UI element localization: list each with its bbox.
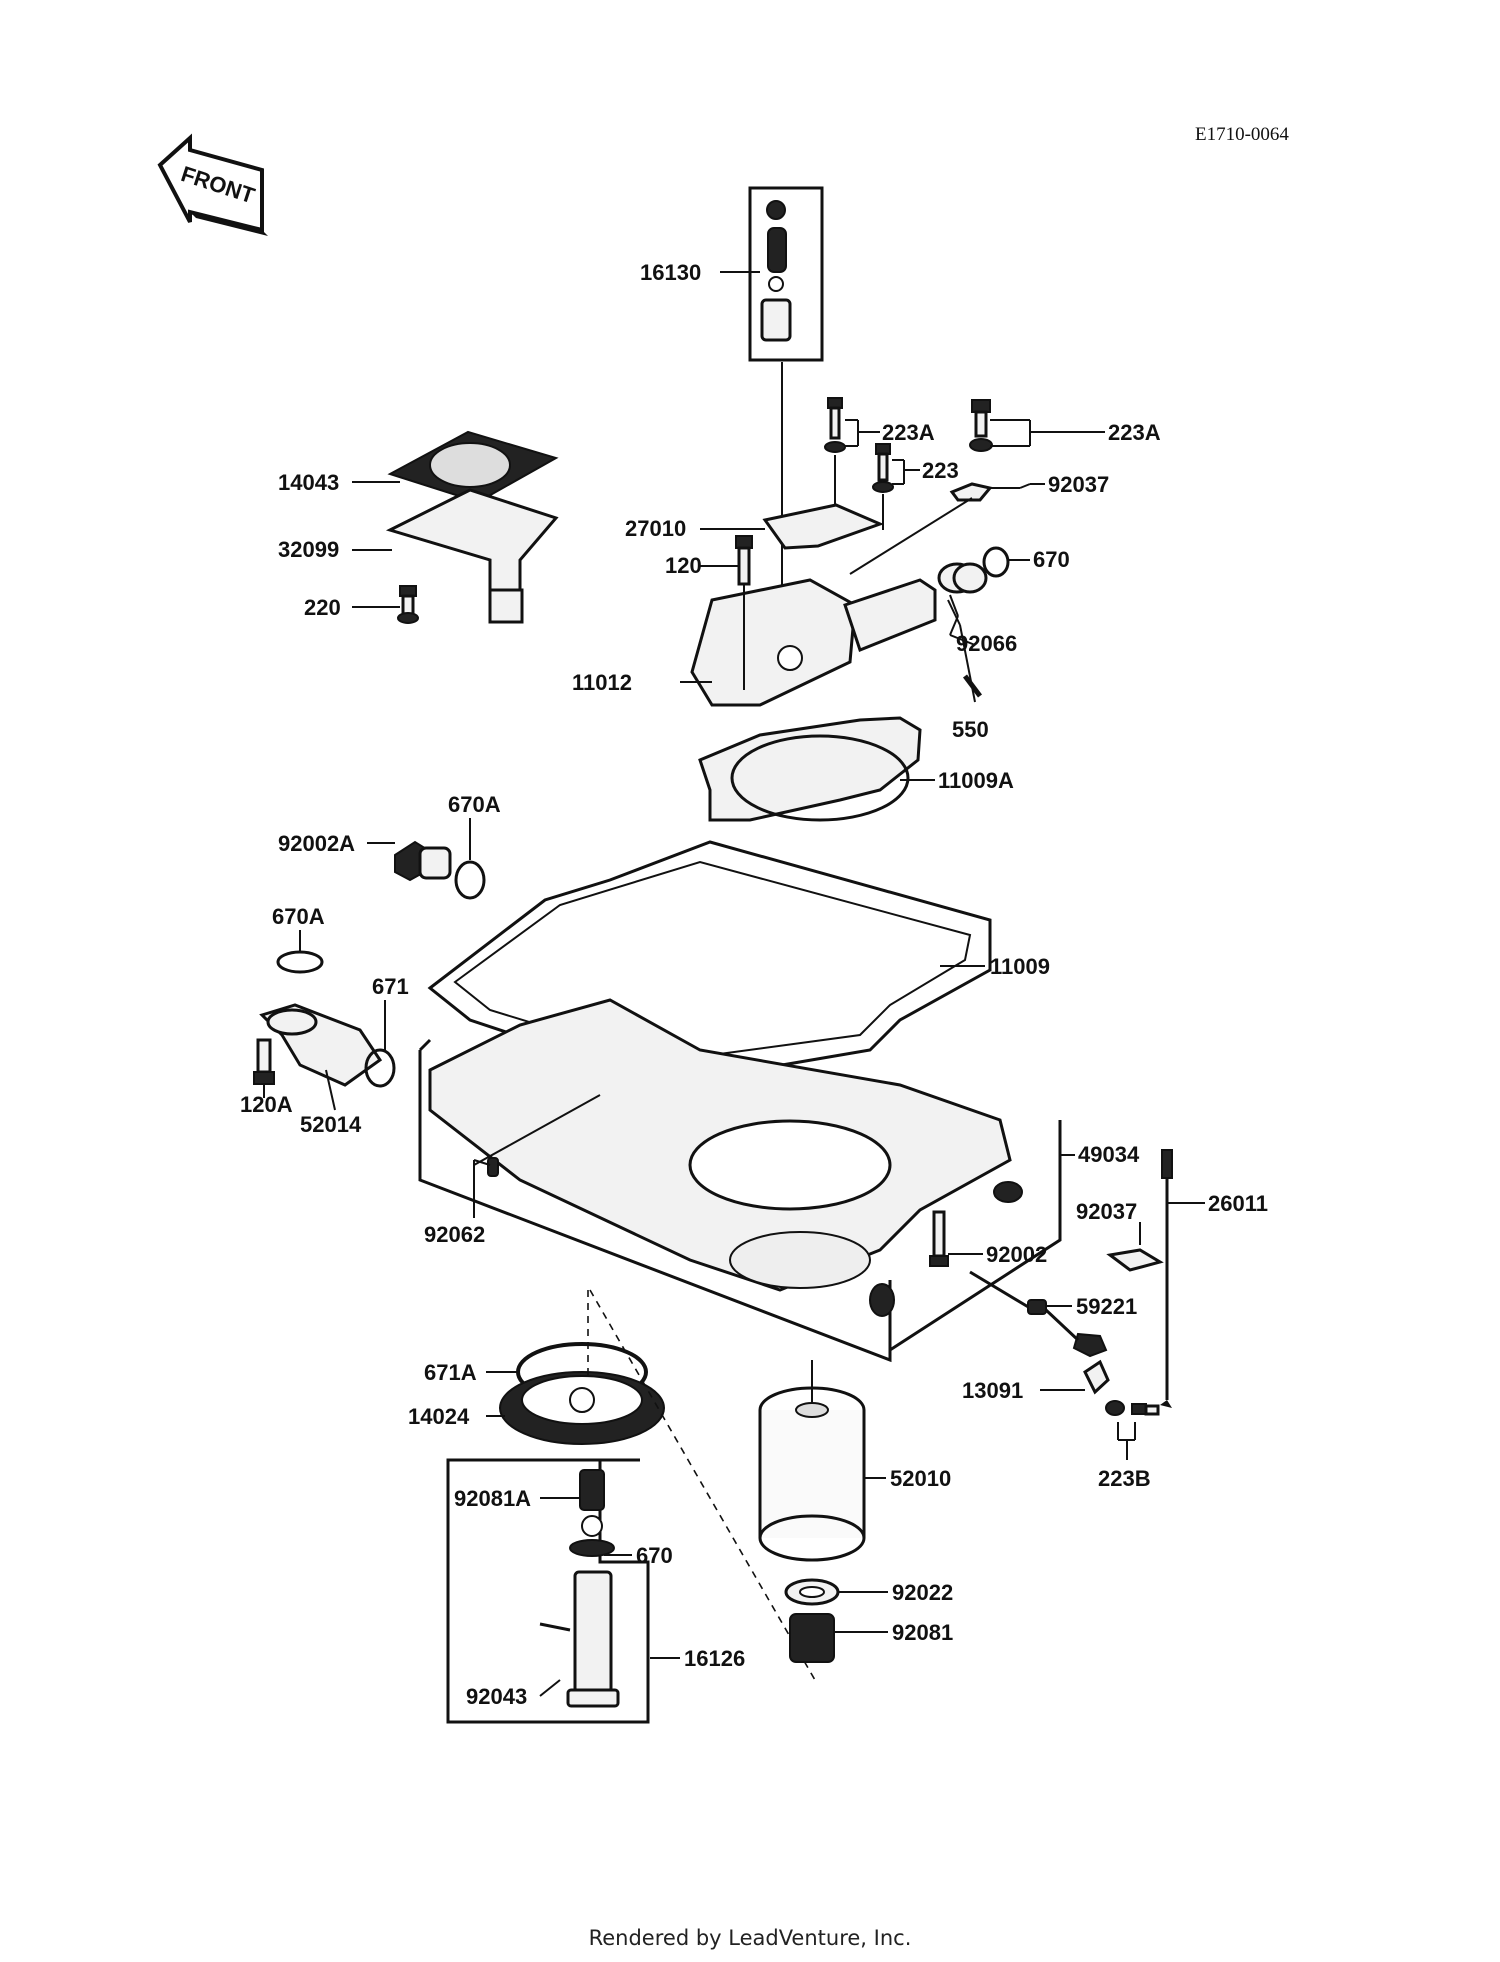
bolt-120a-icon bbox=[253, 1038, 275, 1085]
callout-220: 220 bbox=[304, 595, 341, 620]
drain-plug-icon bbox=[993, 1181, 1023, 1203]
callout-92062: 92062 bbox=[424, 1222, 485, 1247]
o-ring-670a-left-icon bbox=[276, 950, 324, 974]
washer-92022-icon bbox=[784, 1578, 840, 1606]
callout-550: 550 bbox=[952, 717, 989, 742]
oil-pan-49034 bbox=[428, 998, 1012, 1292]
pan-plug-icon bbox=[869, 1283, 895, 1317]
oil-strainer-assembly bbox=[385, 430, 559, 624]
callout-120a: 120A bbox=[240, 1092, 293, 1117]
callout-223b: 223B bbox=[1098, 1466, 1151, 1491]
callout-92037-right: 92037 bbox=[1076, 1199, 1137, 1224]
callout-92081: 92081 bbox=[892, 1620, 953, 1645]
spring-92081-icon bbox=[789, 1613, 835, 1663]
callout-92002a: 92002A bbox=[278, 831, 355, 856]
callout-59221: 59221 bbox=[1076, 1294, 1137, 1319]
callout-223a-right: 223A bbox=[1108, 420, 1161, 445]
callout-92022: 92022 bbox=[892, 1580, 953, 1605]
callout-27010: 27010 bbox=[625, 516, 686, 541]
callout-670a-top: 670A bbox=[448, 792, 501, 817]
screw-223-icon bbox=[872, 443, 894, 493]
callout-92043: 92043 bbox=[466, 1684, 527, 1709]
callout-11009: 11009 bbox=[990, 954, 1050, 979]
callout-223: 223 bbox=[922, 458, 959, 483]
front-arrow-icon: FRONT bbox=[157, 133, 268, 236]
callout-52014: 52014 bbox=[300, 1112, 362, 1137]
clamp-92037-top-icon bbox=[949, 482, 993, 502]
bolt-220-icon bbox=[397, 585, 419, 624]
screw-223a-right-icon bbox=[969, 399, 993, 452]
clamp-92037-right-icon bbox=[1106, 1248, 1164, 1272]
wire-59221-icon bbox=[969, 1270, 1108, 1358]
screw-223a-left-icon bbox=[824, 397, 846, 453]
callout-14024: 14024 bbox=[408, 1404, 470, 1429]
plug-92002a-icon bbox=[394, 840, 452, 882]
cap-670-icon bbox=[952, 546, 1010, 594]
oil-filter-52010 bbox=[758, 1360, 866, 1562]
gasket-11009a bbox=[698, 716, 922, 822]
callout-670a-left: 670A bbox=[272, 904, 325, 929]
diagram-code: E1710-0064 bbox=[1195, 124, 1289, 145]
filter-bolt-assembly bbox=[566, 1469, 620, 1708]
callout-16130: 16130 bbox=[640, 260, 701, 285]
callout-16126: 16126 bbox=[684, 1646, 745, 1671]
callout-670-bottom: 670 bbox=[636, 1543, 673, 1568]
callout-13091: 13091 bbox=[962, 1378, 1023, 1403]
callout-14043: 14043 bbox=[278, 470, 339, 495]
screw-223b-icon bbox=[1105, 1400, 1160, 1416]
dipstick-26011 bbox=[1160, 1149, 1173, 1408]
switch-13091-icon bbox=[1083, 1359, 1110, 1395]
oil-screen-14024 bbox=[499, 1342, 665, 1445]
relief-valve-assembly bbox=[748, 186, 824, 362]
callout-52010: 52010 bbox=[890, 1466, 951, 1491]
callout-670-top: 670 bbox=[1033, 547, 1070, 572]
o-ring-671-icon bbox=[364, 1048, 396, 1088]
callout-11009a: 11009A bbox=[938, 768, 1014, 793]
callout-92002: 92002 bbox=[986, 1242, 1047, 1267]
callout-92081a: 92081A bbox=[454, 1486, 531, 1511]
callout-32099: 32099 bbox=[278, 537, 339, 562]
callout-11012: 11012 bbox=[572, 670, 632, 695]
bolt-120-icon bbox=[735, 535, 753, 586]
oil-pipe-52014 bbox=[259, 1003, 383, 1087]
callout-26011: 26011 bbox=[1208, 1191, 1268, 1216]
callout-671: 671 bbox=[372, 974, 409, 999]
oil-pump-cover-assembly bbox=[690, 503, 977, 707]
callout-671a: 671A bbox=[424, 1360, 477, 1385]
footer-credit: Rendered by LeadVenture, Inc. bbox=[589, 1926, 912, 1950]
callout-92037-top: 92037 bbox=[1048, 472, 1109, 497]
bolt-92002-icon bbox=[929, 1210, 949, 1267]
callout-223a-left: 223A bbox=[882, 420, 935, 445]
callout-49034: 49034 bbox=[1078, 1142, 1140, 1167]
callout-120: 120 bbox=[665, 553, 702, 578]
pin-92062-icon bbox=[487, 1157, 499, 1177]
callout-92066: 92066 bbox=[956, 631, 1017, 656]
o-ring-670a-top-icon bbox=[454, 860, 486, 900]
